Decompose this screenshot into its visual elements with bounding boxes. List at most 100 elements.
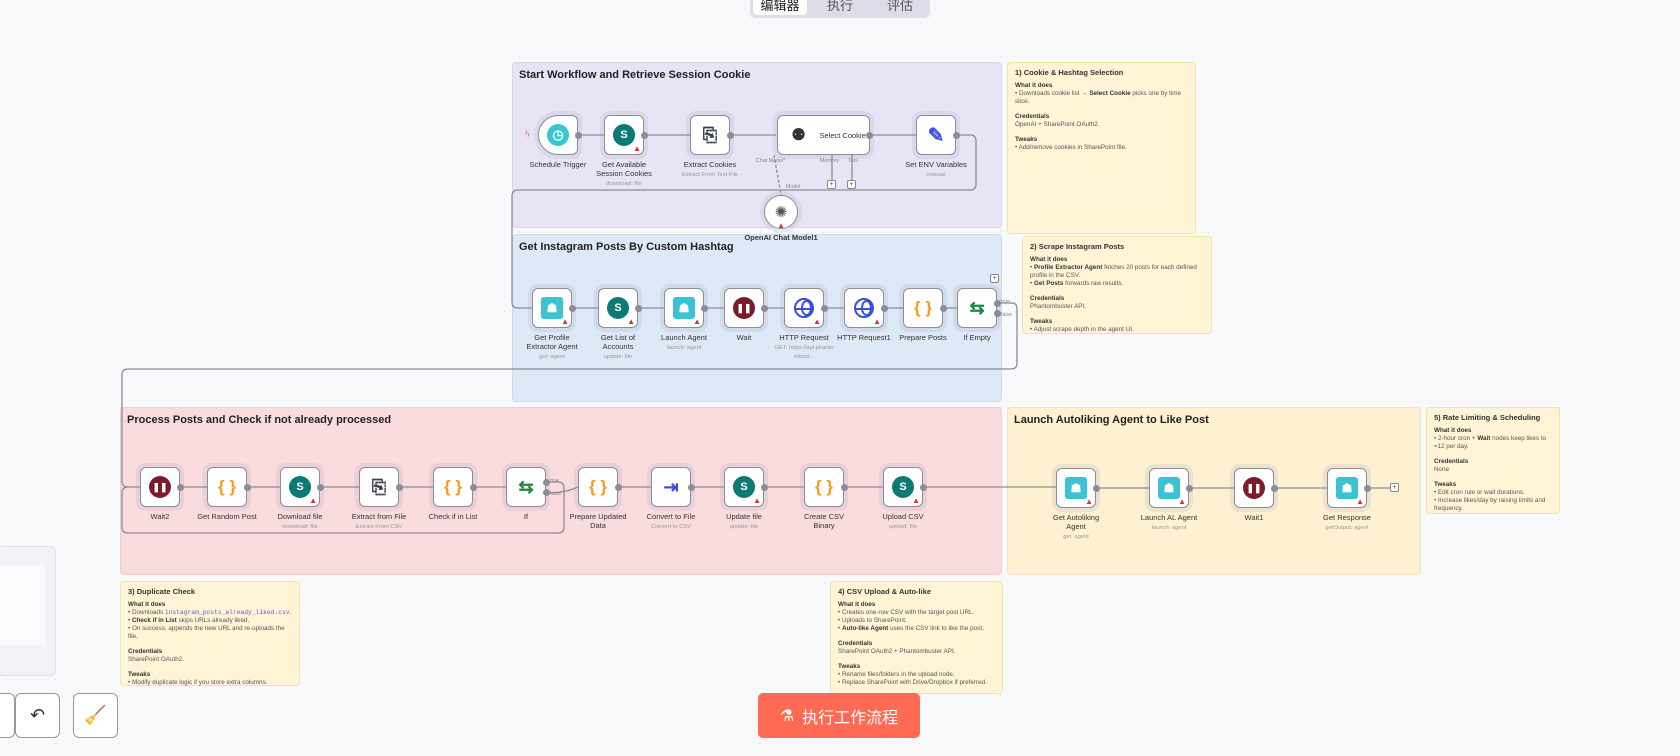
node-label-block: Schedule Trigger <box>527 160 589 169</box>
add-tool-button[interactable]: + <box>847 180 856 189</box>
output-port[interactable] <box>1185 484 1193 492</box>
output-port-false[interactable] <box>542 488 550 496</box>
output-port[interactable] <box>1363 484 1371 492</box>
workflow-node[interactable]: S▲ <box>598 288 638 328</box>
view-tabs: 编辑器 执行 评估 <box>750 0 930 18</box>
workflow-node[interactable]: ⎘ <box>690 115 730 155</box>
output-port-false[interactable] <box>993 309 1001 317</box>
note-text: • Downloads cookie list → <box>1015 90 1090 97</box>
output-port[interactable] <box>640 131 648 139</box>
workflow-node[interactable]: S▲ <box>724 467 764 507</box>
output-port[interactable] <box>176 483 184 491</box>
warning-icon: ▲ <box>813 317 821 326</box>
tab-editor[interactable]: 编辑器 <box>753 0 807 15</box>
note-text: . <box>289 609 292 616</box>
undo-button[interactable]: ↶ <box>15 693 60 738</box>
code-icon: { } <box>589 477 607 496</box>
workflow-node[interactable]: S▲ <box>604 115 644 155</box>
output-port[interactable] <box>1270 484 1278 492</box>
workflow-node[interactable]: { } <box>578 467 618 507</box>
output-port[interactable] <box>687 483 695 491</box>
zoom-button[interactable] <box>0 693 15 738</box>
connection-loop[interactable] <box>511 134 977 309</box>
output-port[interactable] <box>614 483 622 491</box>
note-text: picks one by time slice. <box>1015 90 1182 105</box>
workflow-node[interactable]: ✎ <box>916 115 956 155</box>
workflow-node[interactable]: ⚉Select Cookie <box>776 115 870 155</box>
output-port[interactable] <box>840 483 848 491</box>
workflow-node[interactable]: ⎘ <box>359 467 399 507</box>
group-title: Launch Autoliking Agent to Like Post <box>1014 414 1209 426</box>
tab-evaluations[interactable]: 评估 <box>886 0 913 13</box>
add-node-button[interactable]: + <box>990 274 999 283</box>
node-label: Upload CSV <box>882 512 924 521</box>
output-port[interactable] <box>866 131 873 139</box>
add-node-button[interactable]: + <box>1390 483 1399 492</box>
code-icon: { } <box>815 477 833 496</box>
output-port[interactable] <box>243 483 251 491</box>
note-section: Tweaks• Edit cron rule or wait durations… <box>1434 481 1552 513</box>
output-port[interactable] <box>820 304 828 312</box>
workflow-node[interactable]: ◷ <box>538 115 578 155</box>
output-port[interactable] <box>919 483 927 491</box>
output-port[interactable] <box>542 478 550 486</box>
connection-true[interactable] <box>121 481 565 534</box>
output-port[interactable] <box>939 304 947 312</box>
robot-icon: ⚉ <box>791 127 806 144</box>
phantombuster-icon: ☗ <box>1158 477 1180 499</box>
port-label-model: Model <box>786 184 801 190</box>
workflow-node[interactable]: ❚❚ <box>140 467 180 507</box>
note-text: • Creates one-row CSV with the target po… <box>838 609 975 616</box>
note-title: 4) CSV Upload & Auto-like <box>838 587 932 596</box>
output-port[interactable] <box>316 483 324 491</box>
workflow-node[interactable]: ⇆ <box>957 288 997 328</box>
output-port[interactable] <box>574 131 582 139</box>
workflow-node[interactable]: ☗▲ <box>664 288 704 328</box>
output-port[interactable] <box>952 131 960 139</box>
workflow-node[interactable]: ☗▲ <box>1149 468 1189 508</box>
node-label: HTTP Request <box>779 333 829 342</box>
workflow-node[interactable]: ☗▲ <box>1056 468 1096 508</box>
connection-model[interactable] <box>773 154 782 196</box>
add-memory-button[interactable]: + <box>827 180 836 189</box>
output-port[interactable] <box>395 483 403 491</box>
openai-chat-model-node[interactable]: ✺▲ <box>764 195 798 230</box>
workflow-node[interactable]: { } <box>804 467 844 507</box>
workflow-node[interactable]: ▲ <box>844 288 884 328</box>
workflow-node[interactable]: ❚❚ <box>724 288 764 328</box>
output-port[interactable] <box>700 304 708 312</box>
output-port[interactable] <box>993 299 1001 307</box>
output-port[interactable] <box>469 483 477 491</box>
connection-loop[interactable] <box>121 302 1018 488</box>
workflow-node[interactable]: S▲ <box>883 467 923 507</box>
clear-button[interactable]: 🧹 <box>73 693 118 738</box>
workflow-node[interactable]: ⇆ <box>506 467 546 507</box>
output-port[interactable] <box>634 304 642 312</box>
group-sticky: Process Posts and Check if not already p… <box>120 407 1002 575</box>
output-port[interactable] <box>726 131 734 139</box>
note-text: • Increase likes/day by raising limits a… <box>1434 497 1546 512</box>
workflow-node[interactable]: ▲ <box>784 288 824 328</box>
workflow-node[interactable]: S▲ <box>280 467 320 507</box>
output-port[interactable] <box>880 304 888 312</box>
output-port[interactable] <box>568 304 576 312</box>
workflow-node[interactable]: ⇥ <box>651 467 691 507</box>
tab-executions[interactable]: 执行 <box>826 0 853 13</box>
workflow-node[interactable]: ☗▲ <box>1327 468 1367 508</box>
output-port[interactable] <box>1092 484 1100 492</box>
workflow-node[interactable]: { } <box>207 467 247 507</box>
pause-icon: ❚❚ <box>733 297 755 319</box>
workflow-node[interactable]: { } <box>433 467 473 507</box>
workflow-node[interactable]: { } <box>903 288 943 328</box>
note-text: • Downloads <box>128 609 165 616</box>
workflow-node[interactable]: ❚❚ <box>1234 468 1274 508</box>
workflow-node[interactable]: ☗▲ <box>532 288 572 328</box>
output-port[interactable] <box>760 483 768 491</box>
execute-workflow-button[interactable]: ⚗ 执行工作流程 <box>758 693 920 738</box>
note-text: skips URLs already liked. <box>176 617 250 624</box>
output-port[interactable] <box>760 304 768 312</box>
